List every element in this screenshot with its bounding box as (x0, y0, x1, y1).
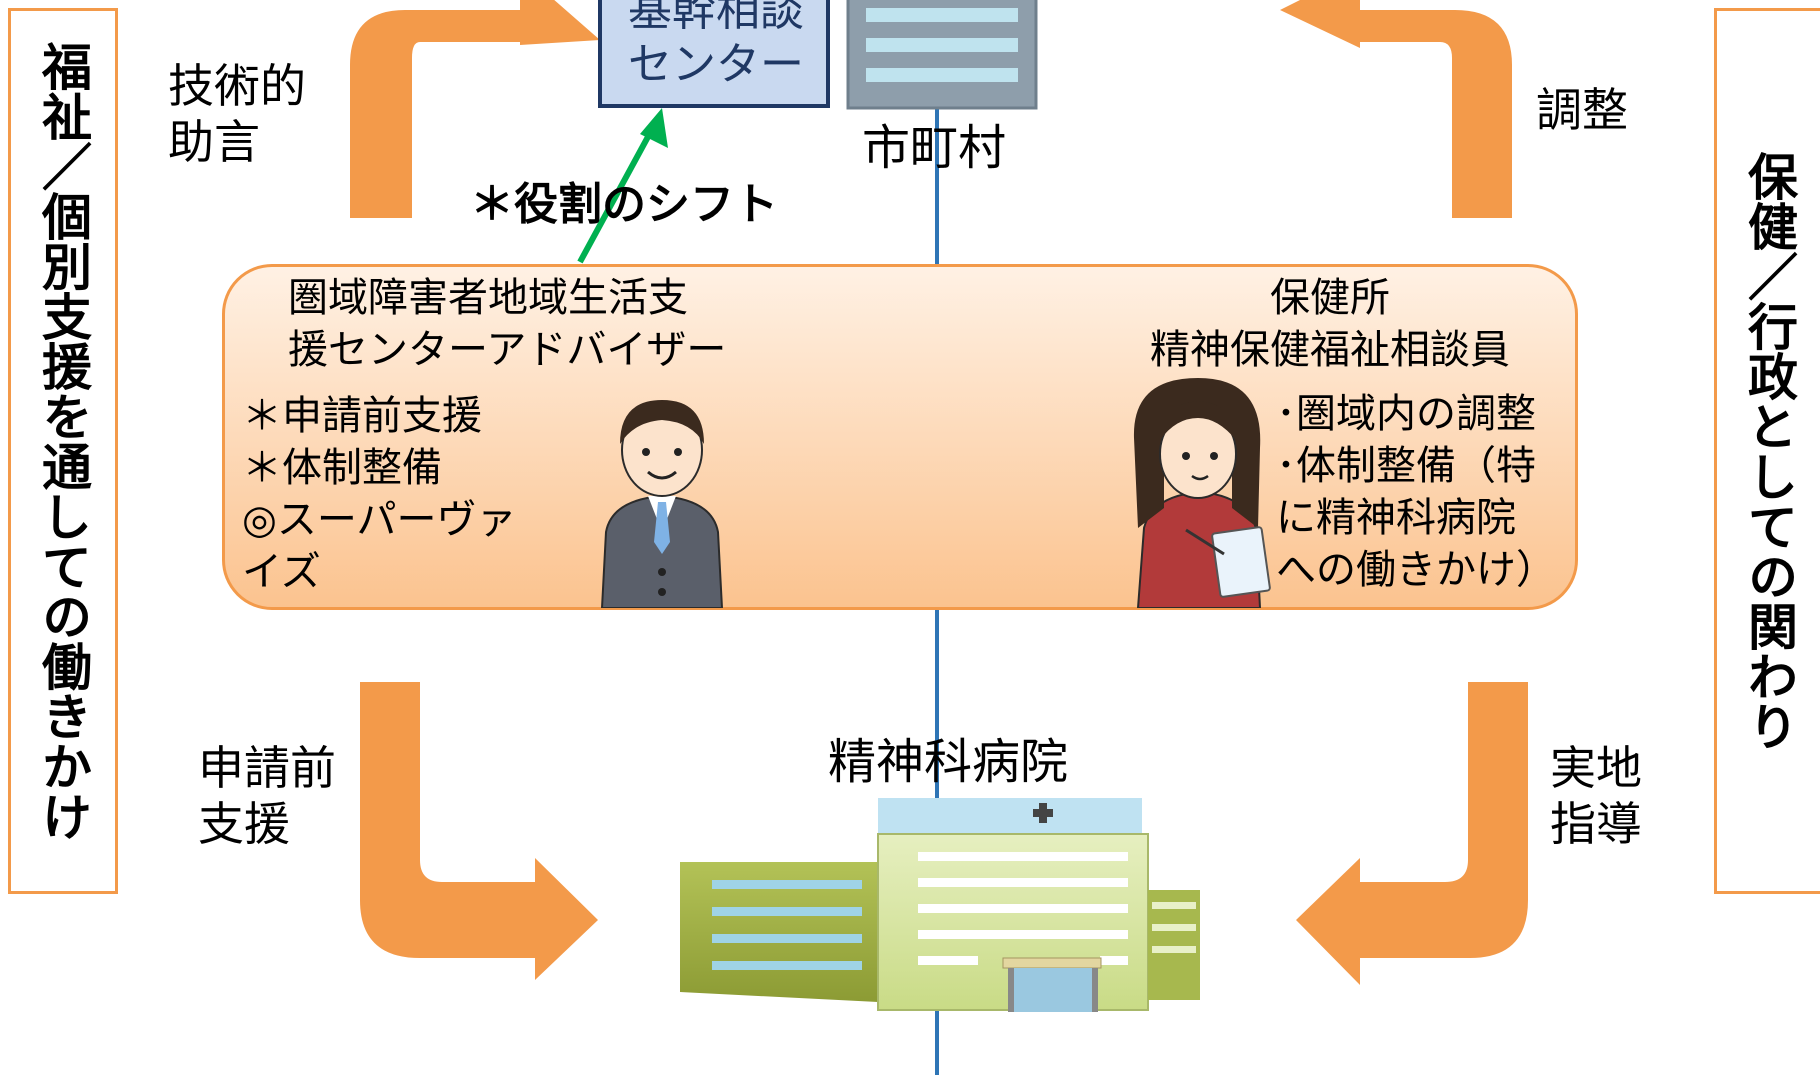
advisor-person-icon (600, 400, 724, 608)
technical-advice-label: 技術的 助言 (168, 59, 306, 169)
left-side-label: 福祉／個別支援を通しての働きかけ (34, 41, 92, 841)
pre-application-support-label: 申請前 支援 (198, 741, 336, 851)
health-center-title: 保健所 精神保健福祉相談員 (1150, 275, 1510, 373)
onsite-guidance-label: 実地 指導 (1550, 741, 1642, 851)
coordination-label: 調整 (1536, 83, 1628, 137)
right-side-box: 保健／行政としての関わり (1714, 8, 1820, 894)
role-shift-label: ＊役割のシフト (470, 179, 778, 230)
advisor-roles: ＊申請前支援 ＊体制整備 ◎スーパーヴァ イズ (242, 393, 517, 595)
regional-support-panel (222, 264, 1578, 610)
core-consultation-center-label: 基幹相談 センター (628, 0, 804, 90)
arrow-top-left (350, 0, 600, 218)
hospital-label: 精神科病院 (828, 734, 1069, 790)
arrow-bottom-left (360, 682, 598, 980)
left-side-box: 福祉／個別支援を通しての働きかけ (8, 8, 118, 894)
municipality-label: 市町村 (862, 120, 1007, 176)
advisor-title: 圏域障害者地域生活支 援センターアドバイザー (288, 275, 727, 373)
arrow-top-right (1280, 0, 1512, 218)
right-side-label: 保健／行政としての関わり (1740, 151, 1798, 751)
health-worker-person-icon (1133, 378, 1271, 608)
hospital-building-icon (680, 798, 1200, 1012)
role-shift-arrow (577, 108, 668, 264)
arrow-bottom-right (1296, 682, 1528, 985)
health-center-roles: ･圏域内の調整 ･体制整備（特 に精神科病院 への働きかけ） (1276, 391, 1556, 593)
municipality-building-icon (846, 0, 1038, 110)
core-consultation-center-box: 基幹相談 センター (598, 0, 830, 108)
